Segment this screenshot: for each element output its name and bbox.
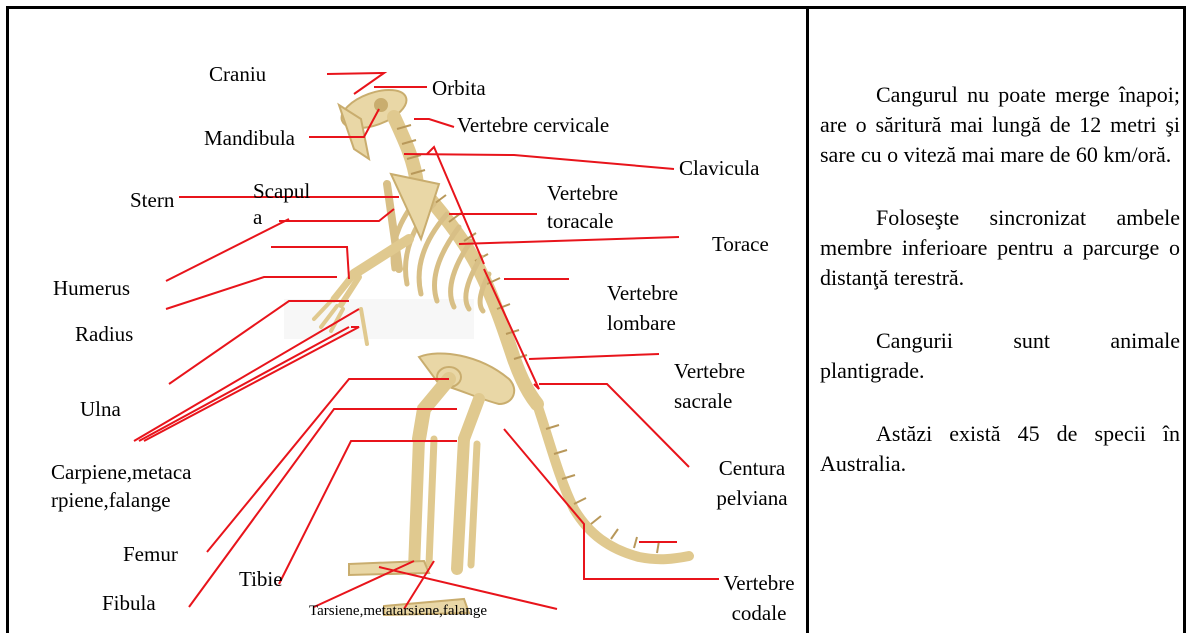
label-vertebre-sacrale: Vertebre sacrale: [674, 356, 784, 416]
label-vertebre-toracale-line-1: Vertebre: [547, 179, 657, 207]
label-vertebre-toracale-line-2: toracale: [547, 207, 657, 235]
label-vertebre-lombare-line-1: Vertebre: [607, 278, 717, 308]
label-torace: Torace: [712, 232, 769, 256]
leader-line-vertebre-cervicale: [414, 119, 454, 127]
label-carpiene-metacarpiene-falange: Carpiene,metaca rpiene,falange: [51, 458, 251, 514]
label-vertebre-codale: Vertebre codale: [709, 568, 809, 628]
leader-line-humerus-bracket: [271, 247, 349, 279]
fact-paragraph-3: Cangurii sunt animale plantigrade.: [820, 326, 1180, 386]
label-fibula: Fibula: [102, 591, 156, 615]
label-vertebre-sacrale-line-2: sacrale: [674, 386, 784, 416]
label-centura-pelviana: Centura pelviana: [702, 453, 802, 513]
label-radius: Radius: [75, 322, 133, 346]
label-humerus: Humerus: [53, 276, 130, 300]
label-ulna: Ulna: [80, 397, 121, 421]
label-orbita: Orbita: [432, 76, 486, 100]
label-vertebre-toracale: Vertebre toracale: [547, 179, 657, 235]
fact-paragraph-1: Cangurul nu poate merge înapoi; are o să…: [820, 80, 1180, 170]
label-centura-pelviana-line-1: Centura: [702, 453, 802, 483]
label-mandibula: Mandibula: [204, 126, 295, 150]
label-vertebre-sacrale-line-1: Vertebre: [674, 356, 784, 386]
facts-panel: Cangurul nu poate merge înapoi; are o să…: [820, 80, 1180, 512]
label-carpiene-line-1: Carpiene,metaca: [51, 458, 251, 486]
fact-paragraph-2: Foloseşte sincronizat ambele membre infe…: [820, 203, 1180, 293]
fact-paragraph-4: Astăzi există 45 de specii în Australia.: [820, 419, 1180, 479]
leader-line-centura-pelviana: [539, 384, 689, 467]
label-tarsiene-metatarsiene-falange: Tarsiene,metatarsiene,falange: [309, 599, 487, 623]
leader-line-vertebre-sacrale: [529, 354, 659, 359]
leader-line-torace: [459, 237, 679, 244]
label-vertebre-lombare-line-2: lombare: [607, 308, 717, 338]
skeleton-diagram: Craniu Orbita Mandibula Vertebre cervica…: [9, 9, 806, 633]
label-scapula-line-2: a: [253, 205, 333, 229]
leader-lines: [134, 73, 719, 609]
label-craniu: Craniu: [209, 62, 266, 86]
hind-limb-bones: [414, 379, 479, 569]
label-vertebre-lombare: Vertebre lombare: [607, 278, 717, 338]
label-clavicula: Clavicula: [679, 156, 759, 180]
label-scapula: Scapul a: [253, 177, 333, 229]
label-centura-pelviana-line-2: pelviana: [702, 483, 802, 513]
table-border-right: [1183, 6, 1186, 633]
column-divider: [806, 6, 809, 633]
label-scapula-line-1: Scapul: [253, 177, 333, 205]
label-vertebre-cervicale: Vertebre cervicale: [457, 113, 609, 137]
label-vertebre-codale-line-1: Vertebre: [709, 568, 809, 598]
label-tibie: Tibie: [239, 567, 283, 591]
label-stern: Stern: [130, 188, 174, 212]
leader-line-clavicula: [404, 154, 674, 169]
label-vertebre-codale-line-2: codale: [709, 598, 809, 628]
label-femur: Femur: [123, 542, 178, 566]
label-carpiene-line-2: rpiene,falange: [51, 486, 251, 514]
leader-line-carpiene-3: [144, 327, 359, 441]
